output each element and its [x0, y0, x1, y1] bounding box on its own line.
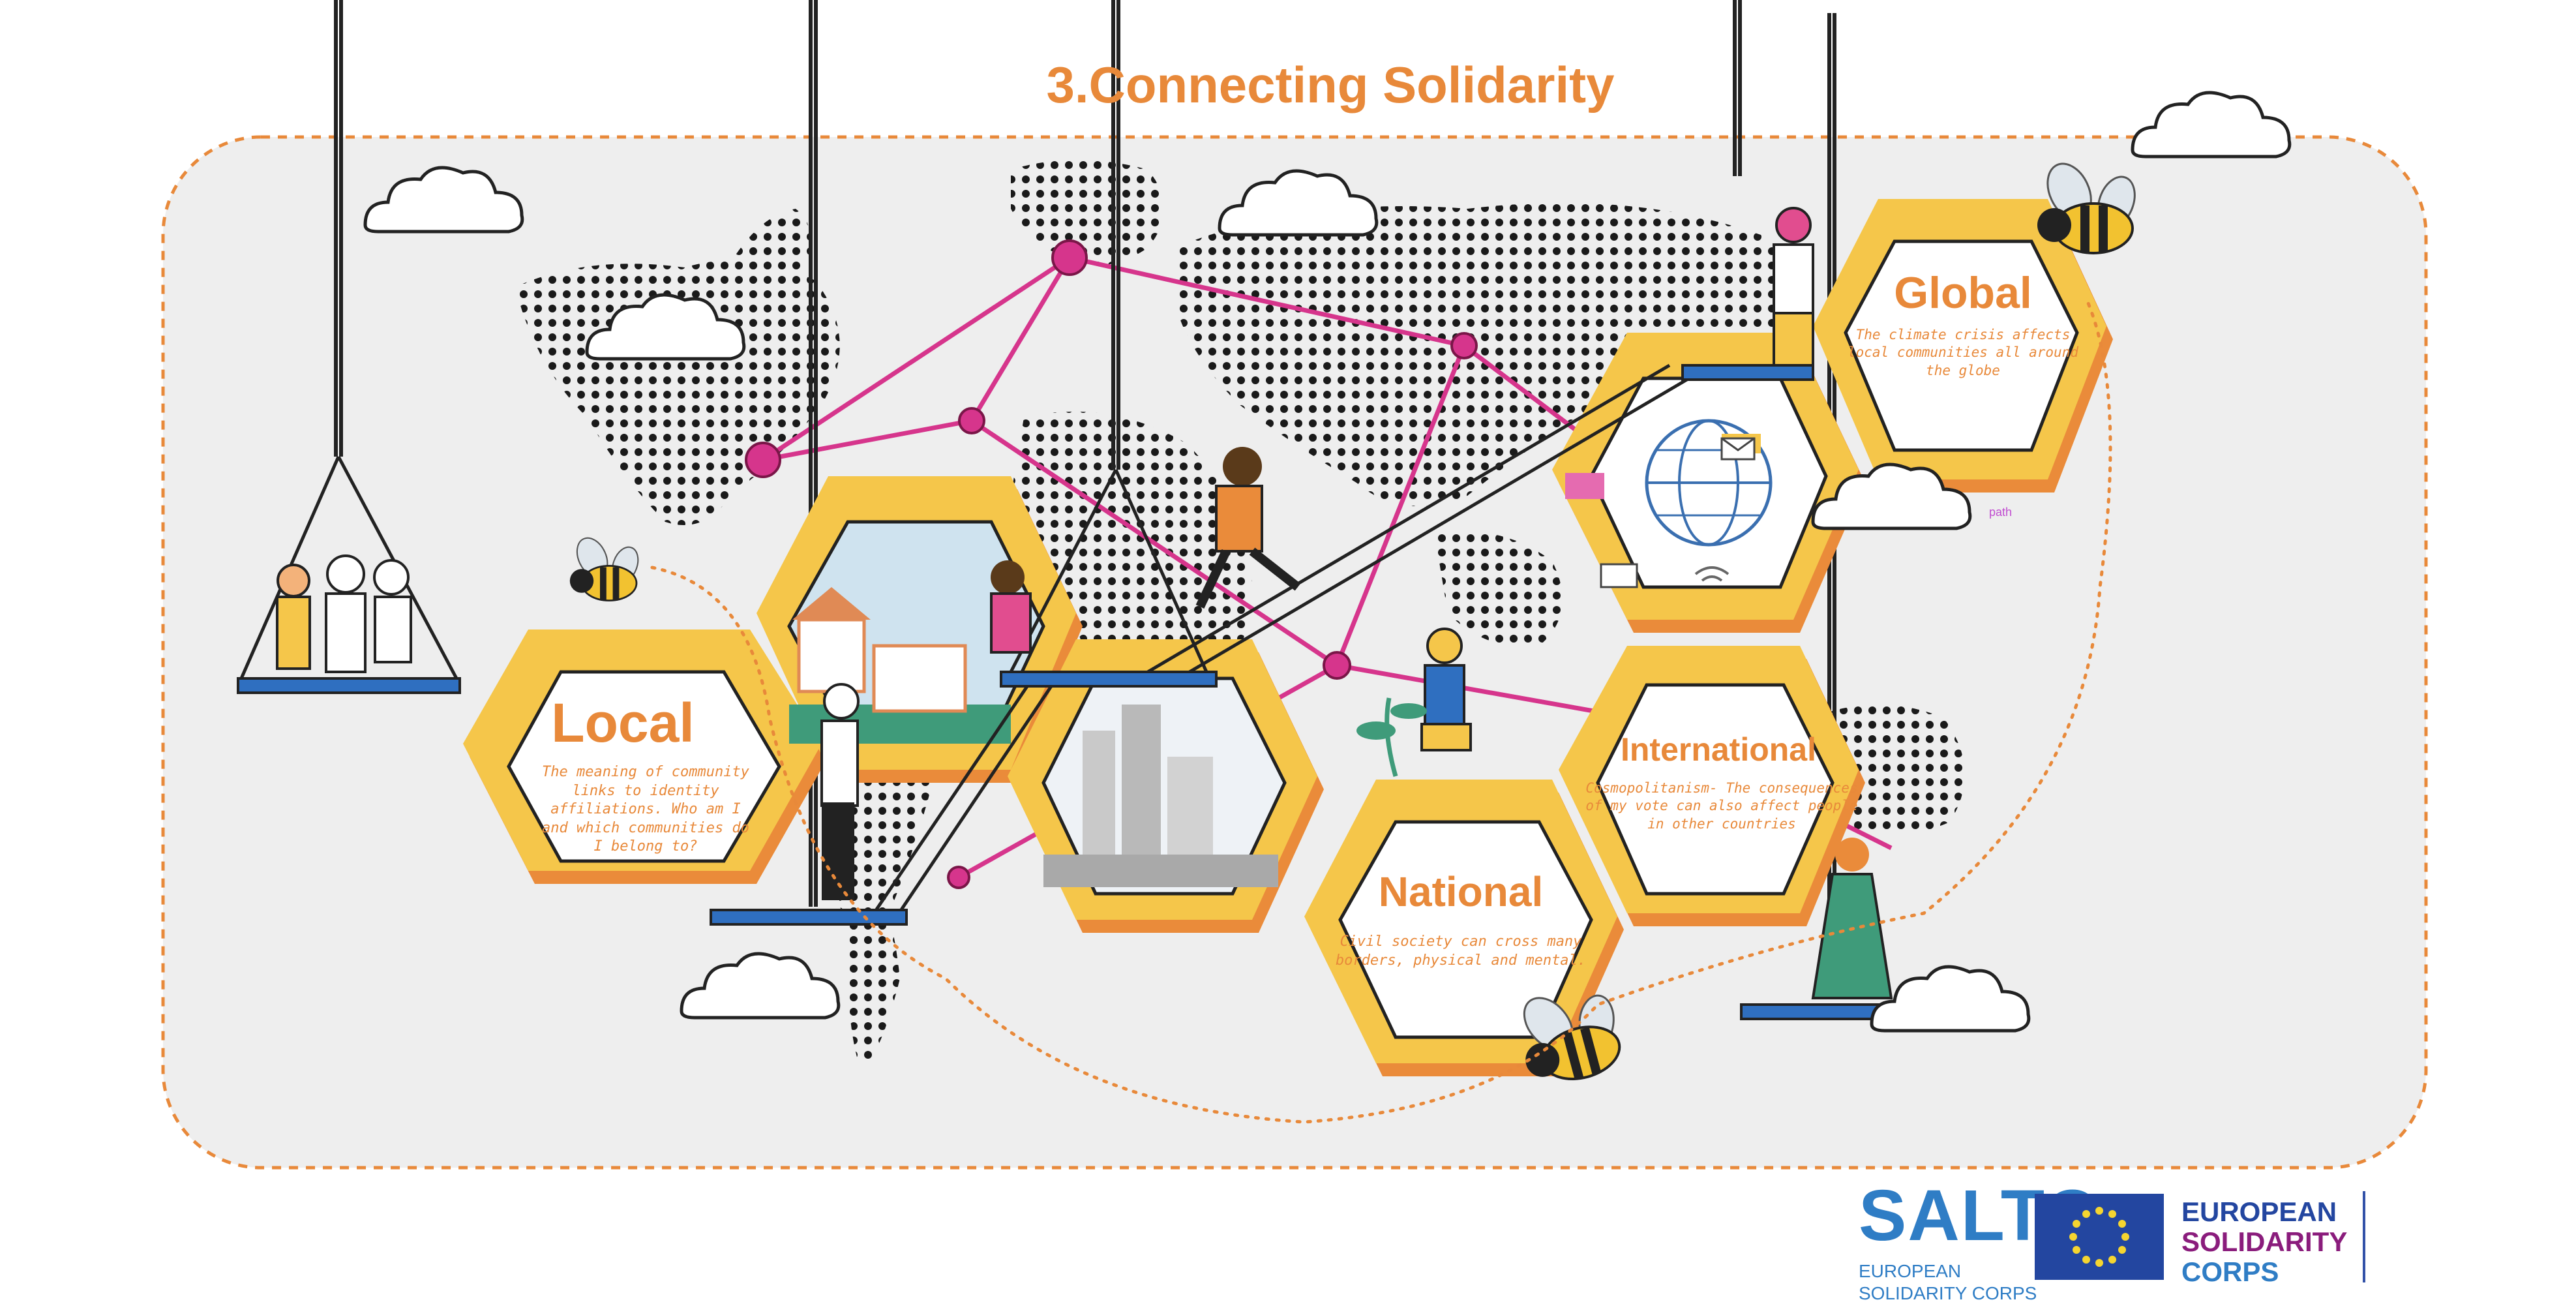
hex-local: [463, 629, 828, 884]
mail-icon: [1720, 437, 1756, 461]
plant-icon: [1356, 697, 1427, 777]
esc-line1: EUROPEAN: [2181, 1196, 2337, 1227]
hex-global: [1813, 199, 2113, 493]
bee-flight-path: [650, 298, 2112, 1124]
person-icon: [1420, 628, 1472, 751]
hex-international-desc: Cosmopolitanism- The consequences of my …: [1585, 780, 1858, 832]
cloud-icon: [2133, 93, 2290, 157]
person-icon: [1811, 838, 1893, 999]
hex-global-title: Global: [1894, 268, 2032, 318]
eu-flag: [2035, 1194, 2164, 1280]
swing-icon: [237, 364, 1912, 1020]
salto-sub-line1: EUROPEAN: [1859, 1261, 1962, 1281]
salto-sub-line2: SOLIDARITY CORPS: [1859, 1282, 2037, 1303]
hex-local-desc: The meaning of community links to identi…: [542, 764, 749, 855]
person-icon: [1195, 447, 1301, 609]
hex-international: [1559, 646, 1865, 926]
esc-logo-text: EUROPEAN SOLIDARITY CORPS: [2181, 1196, 2348, 1288]
hex-photo-city: [1008, 639, 1324, 933]
hex-local-title: Local: [551, 692, 695, 753]
person-icon: [1773, 207, 1814, 367]
network-nodes: [745, 239, 1478, 889]
hex-national-desc: Civil society can cross many borders, ph…: [1335, 933, 1587, 969]
hex-national-title: National: [1378, 868, 1544, 915]
ladder-icon: [872, 363, 1690, 918]
wifi-icon: [1694, 566, 1730, 582]
person-icon: [990, 560, 1032, 654]
path-annotation: path: [1989, 506, 2013, 519]
salto-logo-subtitle: EUROPEAN SOLIDARITY CORPS: [1859, 1260, 2037, 1304]
person-icon: [276, 554, 412, 673]
logo-divider: [2363, 1191, 2365, 1282]
eu-stars-icon: [2069, 1207, 2129, 1267]
esc-line3: CORPS: [2181, 1256, 2279, 1288]
hex-international-title: International: [1620, 731, 1817, 768]
hex-national: [1304, 780, 1624, 1076]
page-title: 3.Connecting Solidarity: [1046, 56, 1615, 114]
esc-line2: SOLIDARITY: [2181, 1226, 2348, 1258]
hex-global-desc: The climate crisis affects local communi…: [1847, 327, 2078, 378]
